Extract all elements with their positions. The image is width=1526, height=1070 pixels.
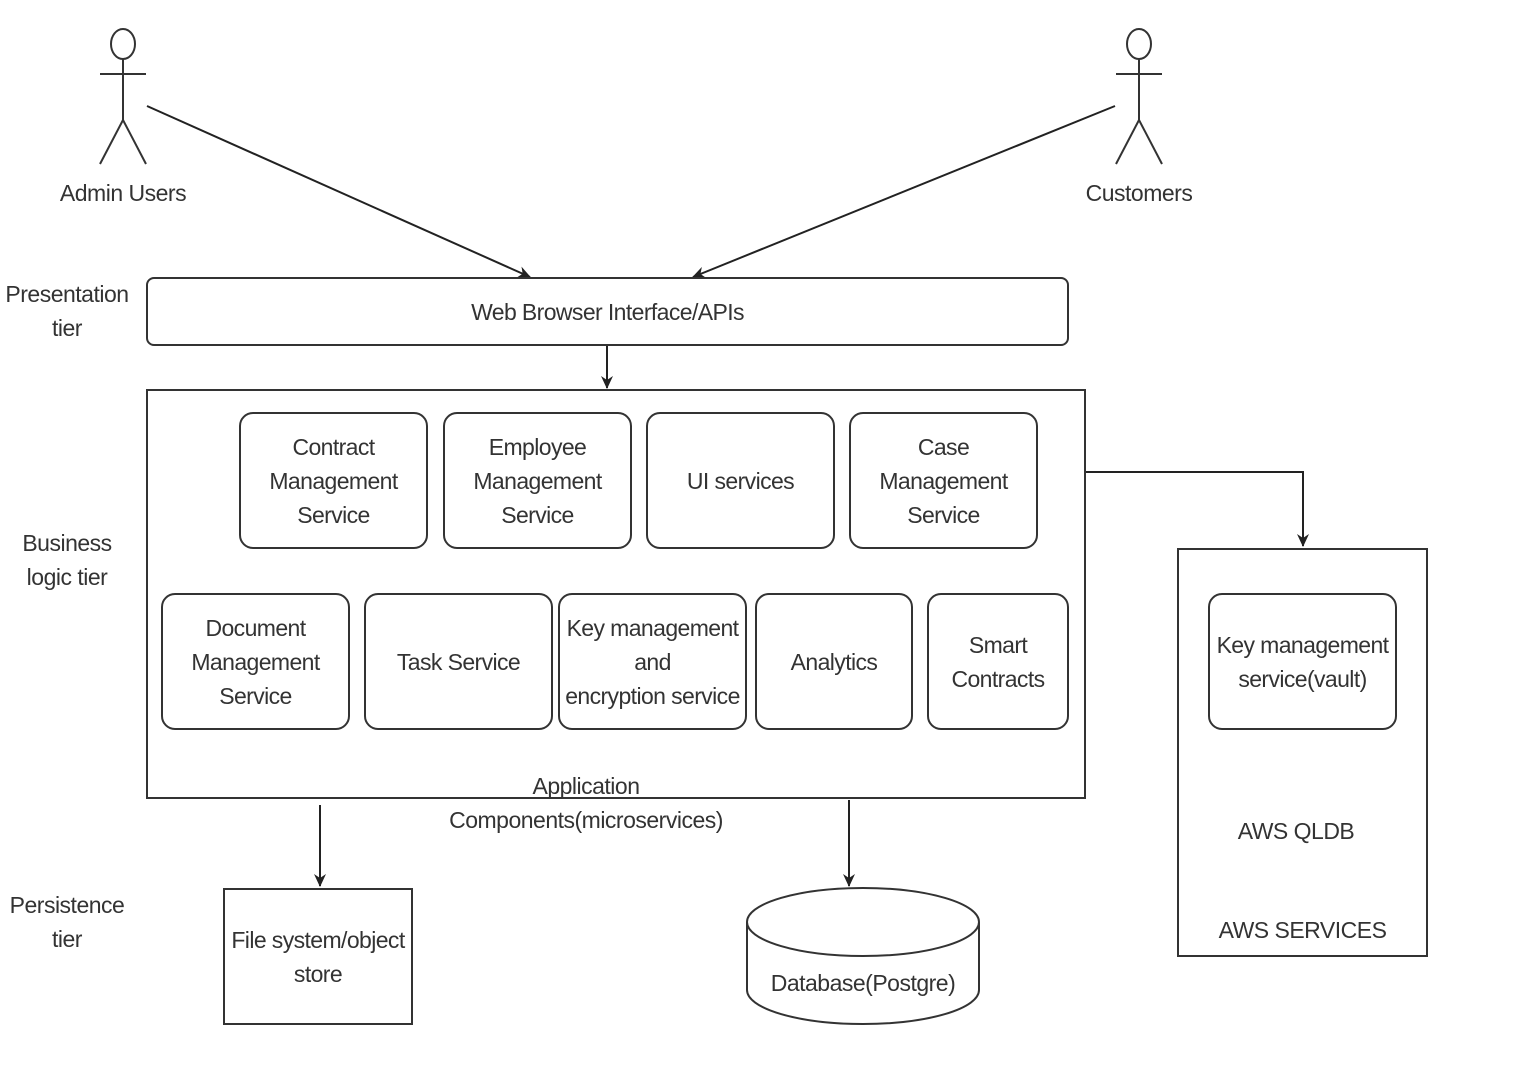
case-management-service: Case Management Service [849, 412, 1038, 549]
persistence-tier-label: Persistence tier [9, 892, 125, 952]
admin-actor-icon [99, 28, 147, 165]
presentation-tier-label: Presentation tier [5, 281, 129, 341]
analytics-service: Analytics [755, 593, 913, 730]
aws-qldb-label: AWS QLDB [1237, 818, 1355, 844]
customers-to-web-arrow [692, 105, 1116, 279]
key-management-encryption-service: Key management and encryption service [558, 593, 747, 730]
admin-to-web-arrow [146, 105, 531, 278]
key-management-vault-service: Key management service(vault) [1208, 593, 1397, 730]
document-management-service: Document Management Service [161, 593, 350, 730]
task-service: Task Service [364, 593, 553, 730]
app-to-aws-arrow [1086, 471, 1309, 547]
web-browser-interface-box: Web Browser Interface/APIs [146, 277, 1069, 346]
ui-services: UI services [646, 412, 835, 549]
database-cylinder-icon [746, 887, 980, 1025]
smart-contracts-service: Smart Contracts [927, 593, 1069, 730]
customers-label: Customers [1085, 180, 1193, 206]
file-system-object-store: File system/object store [223, 888, 413, 1025]
business-tier-label: Business logic tier [22, 530, 112, 590]
admin-users-label: Admin Users [59, 180, 187, 206]
aws-services-caption: AWS SERVICES [1218, 917, 1387, 943]
contract-management-service: Contract Management Service [239, 412, 428, 549]
employee-management-service: Employee Management Service [443, 412, 632, 549]
customer-actor-icon [1115, 28, 1163, 165]
database-label: Database(Postgre) [770, 970, 956, 996]
app-components-caption: Application Components(microservices) [449, 773, 723, 833]
